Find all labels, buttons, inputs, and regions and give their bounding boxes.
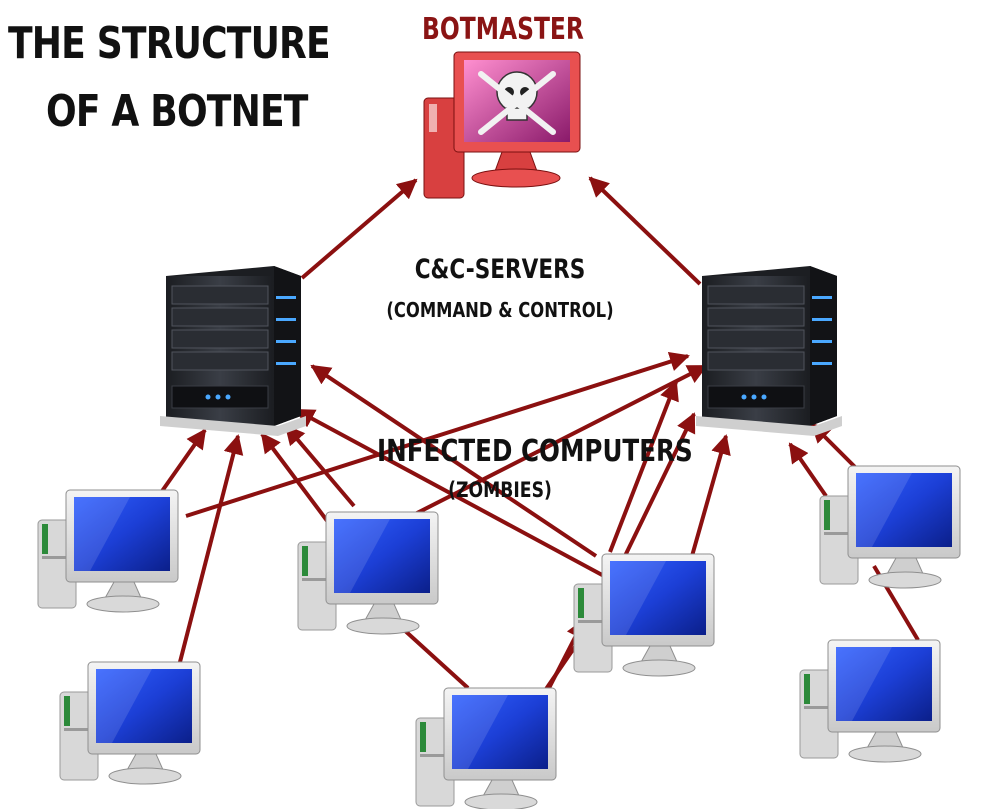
arrow-zombie-4-to-server-left-b [310,364,598,558]
zombie-computer-1 [37,489,179,613]
arrow-zombie-3-to-server-left-a [260,432,336,532]
zombie-computer-2 [59,661,201,785]
cc-servers-label: C&C-SERVERS [414,254,586,285]
zombies-sublabel: (ZOMBIES) [448,478,552,502]
arrow-zombie-5-to-server-right [690,434,731,557]
cc-servers-sublabel: (COMMAND & CONTROL) [386,298,614,322]
arrow-zombie-4-to-server-right-b [608,380,679,553]
skull-icon [478,71,556,135]
arrow-zombie-4-to-server-left-a [294,408,605,578]
page-title-line-2: OF A BOTNET [46,86,308,137]
connection-arrows [158,176,866,691]
cc-server-right [695,265,843,437]
page-title-line-1: THE STRUCTURE [8,18,331,69]
arrow-zombie-1-to-server-right [185,351,690,518]
cc-server-left [159,265,307,437]
botmaster-computer [423,51,581,199]
arrow-zombie-3-to-server-left-b [284,424,356,508]
arrow-zombie-3-to-server-right [363,364,708,542]
arrow-zombie-1-to-server-left [158,428,207,496]
zombie-computer-3 [297,511,439,635]
arrow-server-right-to-botmaster [588,176,702,286]
arrow-zombie-4-to-server-right-a [622,412,696,559]
arrow-server-left-to-botmaster [300,178,418,280]
zombie-computer-6 [819,465,961,589]
botmaster-label: BOTMASTER [422,12,584,47]
zombie-computer-5 [415,687,557,809]
infected-computers-label: INFECTED COMPUTERS [377,434,693,469]
zombie-computer-7 [799,639,941,763]
arrow-zombie-6-to-server-right [788,442,828,498]
arrow-zombie-2-to-server-left [178,434,244,663]
